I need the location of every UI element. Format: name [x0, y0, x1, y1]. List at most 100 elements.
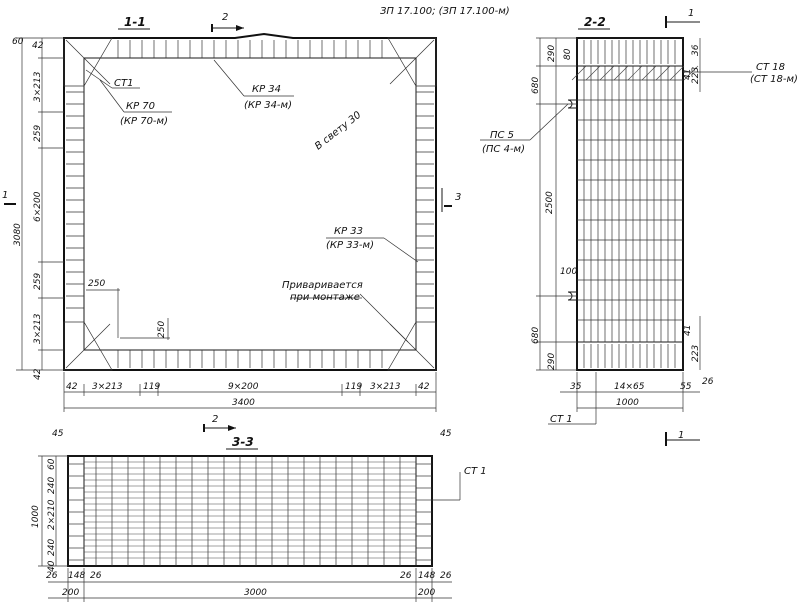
drawing-code: ЗП 17.100; (ЗП 17.100-м): [380, 6, 510, 17]
dim-26: 26: [440, 571, 452, 581]
label-kr33: КР 33: [334, 226, 363, 237]
stirrup-ticks-bottom: [117, 350, 383, 368]
hatch-line: [613, 65, 629, 81]
dim-3080: 3080: [13, 223, 23, 246]
dim-42: 42: [33, 368, 43, 380]
dim-259: 259: [33, 273, 43, 290]
dim-26: 26: [46, 571, 58, 581]
hatch-line: [627, 65, 643, 81]
hatch-line: [655, 65, 671, 81]
dim-100: 100: [560, 267, 577, 277]
dim-240: 240: [47, 477, 57, 494]
dim-240: 240: [47, 539, 57, 556]
view-1-1: 1-1 2 60 42: [2, 12, 461, 432]
dim-290: 290: [547, 353, 557, 370]
label-weld-on-site: Приваривается: [282, 280, 363, 291]
dim-3x213: 3×213: [33, 71, 43, 102]
label-st18m: (СТ 18-м): [750, 74, 798, 85]
dim-9x200: 9×200: [228, 382, 259, 392]
dim-26: 26: [702, 377, 714, 387]
section-marker-1-left: 1: [2, 190, 8, 201]
dim-200: 200: [62, 588, 79, 598]
plan-outline: [67, 455, 433, 567]
dim-60: 60: [47, 458, 57, 470]
stirrup-ticks-top: [117, 40, 383, 58]
dim-36: 36: [691, 44, 701, 56]
dim-680: 680: [531, 327, 541, 344]
dim-3x213: 3×213: [33, 313, 43, 344]
hatch-line: [585, 65, 601, 81]
section-marker-1-bottom: 1: [678, 430, 684, 441]
dim-42: 42: [418, 382, 430, 392]
dim-80: 80: [563, 48, 573, 60]
label-st1: СТ1: [114, 78, 133, 89]
stirrup-ticks-left: [66, 91, 84, 309]
dim-1000: 1000: [31, 505, 41, 528]
section-marker-2-bottom: 2: [212, 414, 218, 425]
arrow-icon: [236, 25, 244, 31]
dim-14x65: 14×65: [614, 382, 645, 392]
arrow-icon: [228, 425, 236, 431]
label-weld-on-site-2: при монтаже: [290, 292, 360, 303]
view-1-1-title: 1-1: [124, 15, 146, 29]
dim-45: 45: [52, 429, 64, 439]
view-3-3: 3-3 45 45 60 240 2×210 240 40 1000 СТ 1 …: [31, 429, 487, 602]
dim-2500: 2500: [545, 191, 555, 214]
dim-55: 55: [680, 382, 692, 392]
dim-148: 148: [418, 571, 435, 581]
dim-119: 119: [143, 382, 160, 392]
section-marker-2-top: 2: [222, 12, 228, 23]
gusset-top-left: [63, 37, 113, 87]
dim-3x213: 3×213: [92, 382, 123, 392]
label-kr34m: (КР 34-м): [244, 100, 292, 111]
label-ps5: ПС 5: [490, 130, 514, 141]
label-st1: СТ 1: [464, 466, 487, 477]
label-kr70m: (КР 70-м): [120, 116, 168, 127]
frame-outer: [63, 32, 437, 371]
dim-26: 26: [90, 571, 102, 581]
hatch-line: [669, 65, 685, 81]
dim-259: 259: [33, 125, 43, 142]
dim-250: 250: [157, 321, 167, 338]
dim-60: 60: [12, 37, 24, 47]
view-2-2-title: 2-2: [584, 15, 606, 29]
hatch-line: [641, 65, 657, 81]
dim-3x213: 3×213: [370, 382, 401, 392]
stirrup-ticks-right: [416, 91, 434, 309]
dim-45: 45: [440, 429, 452, 439]
dim-200: 200: [418, 588, 435, 598]
dim-680: 680: [531, 77, 541, 94]
dim-119: 119: [345, 382, 362, 392]
label-kr70: КР 70: [126, 101, 155, 112]
dim-41: 41: [683, 325, 693, 336]
view-3-3-title: 3-3: [232, 435, 254, 449]
dim-42: 42: [66, 382, 78, 392]
dim-35: 35: [570, 382, 582, 392]
hatch-top: [571, 65, 699, 81]
dim-148: 148: [68, 571, 85, 581]
dim-290: 290: [547, 45, 557, 62]
dim-40: 40: [47, 560, 57, 572]
dim-2x210: 2×210: [47, 499, 57, 530]
label-st18: СТ 18: [756, 62, 785, 73]
dim-250: 250: [88, 279, 105, 289]
hatch-line: [571, 65, 587, 81]
section-marker-1-top: 1: [688, 8, 694, 19]
dim-41: 41: [683, 69, 693, 80]
dim-223: 223: [691, 67, 701, 84]
plan-mesh: [68, 456, 432, 566]
view-2-2: 2-2 1 290 80 680 2500 100 680 290 36 223: [480, 8, 798, 446]
dim-42: 42: [32, 41, 44, 51]
label-kr34: КР 34: [252, 84, 281, 95]
hatch-line: [683, 65, 699, 81]
dim-3400: 3400: [232, 398, 255, 408]
dim-1000: 1000: [616, 398, 639, 408]
dim-223: 223: [691, 345, 701, 362]
label-ps4m: (ПС 4-м): [482, 144, 525, 155]
label-kr33m: (КР 33-м): [326, 240, 374, 251]
label-st1: СТ 1: [550, 414, 573, 425]
dim-26: 26: [400, 571, 412, 581]
dim-3000: 3000: [244, 588, 267, 598]
